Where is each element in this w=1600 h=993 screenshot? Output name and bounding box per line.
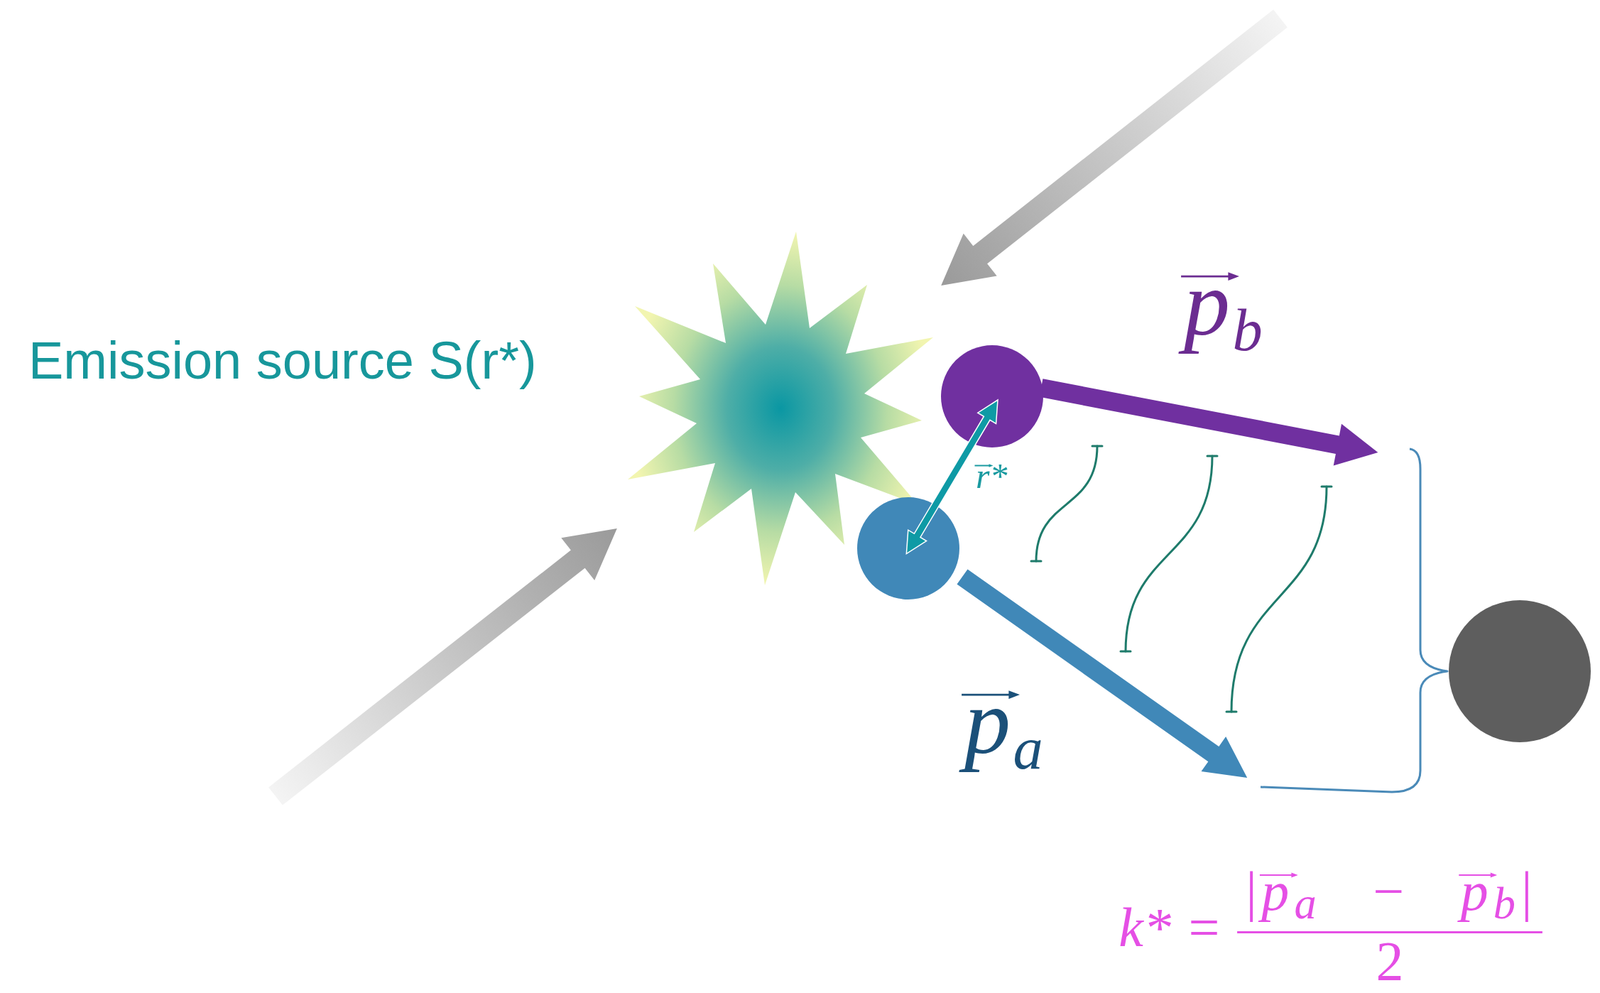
beam-arrow bbox=[259, 507, 635, 818]
beam-arrow-shape bbox=[259, 507, 635, 818]
glyph: * bbox=[1143, 896, 1172, 959]
wave-cap bbox=[1226, 486, 1332, 712]
formula-lhs: k* = bbox=[1118, 899, 1223, 956]
wave-cap bbox=[1031, 445, 1103, 562]
glyph: o bbox=[282, 330, 312, 390]
glyph: * bbox=[498, 330, 520, 390]
pair-brace bbox=[1260, 448, 1448, 792]
separation-arrow bbox=[896, 394, 1007, 559]
glyph: i bbox=[171, 330, 183, 390]
glyph: − bbox=[1369, 860, 1410, 922]
glyph: a bbox=[1012, 715, 1043, 782]
glyph: p bbox=[964, 669, 1011, 772]
interaction-wave bbox=[1125, 455, 1213, 652]
wave-cap bbox=[1120, 455, 1218, 652]
glyph: | bbox=[1242, 860, 1262, 922]
momentum-label: pa bbox=[964, 674, 1044, 779]
glyph: p bbox=[1183, 251, 1231, 354]
glyph: n bbox=[212, 330, 242, 390]
glyph bbox=[241, 330, 257, 390]
glyph: s bbox=[256, 330, 283, 390]
glyph: i bbox=[107, 330, 119, 390]
glyph: ( bbox=[463, 330, 482, 390]
glyph: o bbox=[183, 330, 213, 390]
glyph: a bbox=[1293, 878, 1319, 928]
glyph: | bbox=[1518, 860, 1537, 922]
momentum-arrow-shape bbox=[1036, 367, 1382, 474]
glyph: E bbox=[28, 330, 64, 390]
interaction-wave bbox=[1036, 445, 1098, 562]
glyph: m bbox=[63, 330, 108, 390]
glyph bbox=[1318, 860, 1370, 922]
glyph: s bbox=[144, 330, 172, 390]
glyph: ) bbox=[519, 330, 537, 390]
separation-label: r* bbox=[975, 458, 1008, 494]
glyph: u bbox=[311, 330, 341, 390]
glyph: 2 bbox=[1376, 929, 1404, 992]
glyph: k bbox=[1118, 896, 1144, 959]
glyph: b bbox=[1232, 296, 1262, 363]
glyph: * bbox=[989, 455, 1008, 496]
glyph: S bbox=[428, 330, 464, 390]
pair-particle bbox=[1448, 600, 1591, 743]
interaction-lines bbox=[1031, 445, 1332, 712]
beam-arrow bbox=[924, 0, 1298, 307]
glyph bbox=[1410, 860, 1461, 922]
momentum-label: pb bbox=[1183, 256, 1263, 361]
formula-denominator: 2 bbox=[1376, 933, 1404, 989]
formula-numerator: |pa − pb| bbox=[1242, 863, 1537, 927]
source-label: Emission source S(r*) bbox=[28, 334, 537, 388]
glyph: r bbox=[481, 330, 500, 390]
glyph: = bbox=[1184, 896, 1223, 959]
glyph bbox=[1171, 896, 1186, 959]
particle-b bbox=[940, 345, 1044, 448]
glyph: p bbox=[1460, 860, 1493, 922]
glyph: r bbox=[340, 330, 359, 390]
glyph: c bbox=[358, 330, 385, 390]
glyph: e bbox=[384, 330, 415, 390]
glyph bbox=[414, 330, 429, 390]
momentum-arrow bbox=[1036, 367, 1382, 474]
beam-arrow-shape bbox=[924, 0, 1298, 307]
separation-arrow-shape bbox=[896, 394, 1007, 559]
interaction-wave bbox=[1231, 486, 1327, 712]
glyph: s bbox=[118, 330, 145, 390]
glyph: b bbox=[1493, 878, 1519, 928]
glyph: p bbox=[1261, 860, 1293, 922]
momentum-arrow bbox=[950, 558, 1260, 795]
glyph: r bbox=[975, 455, 990, 496]
momentum-arrow-shape bbox=[950, 558, 1260, 795]
